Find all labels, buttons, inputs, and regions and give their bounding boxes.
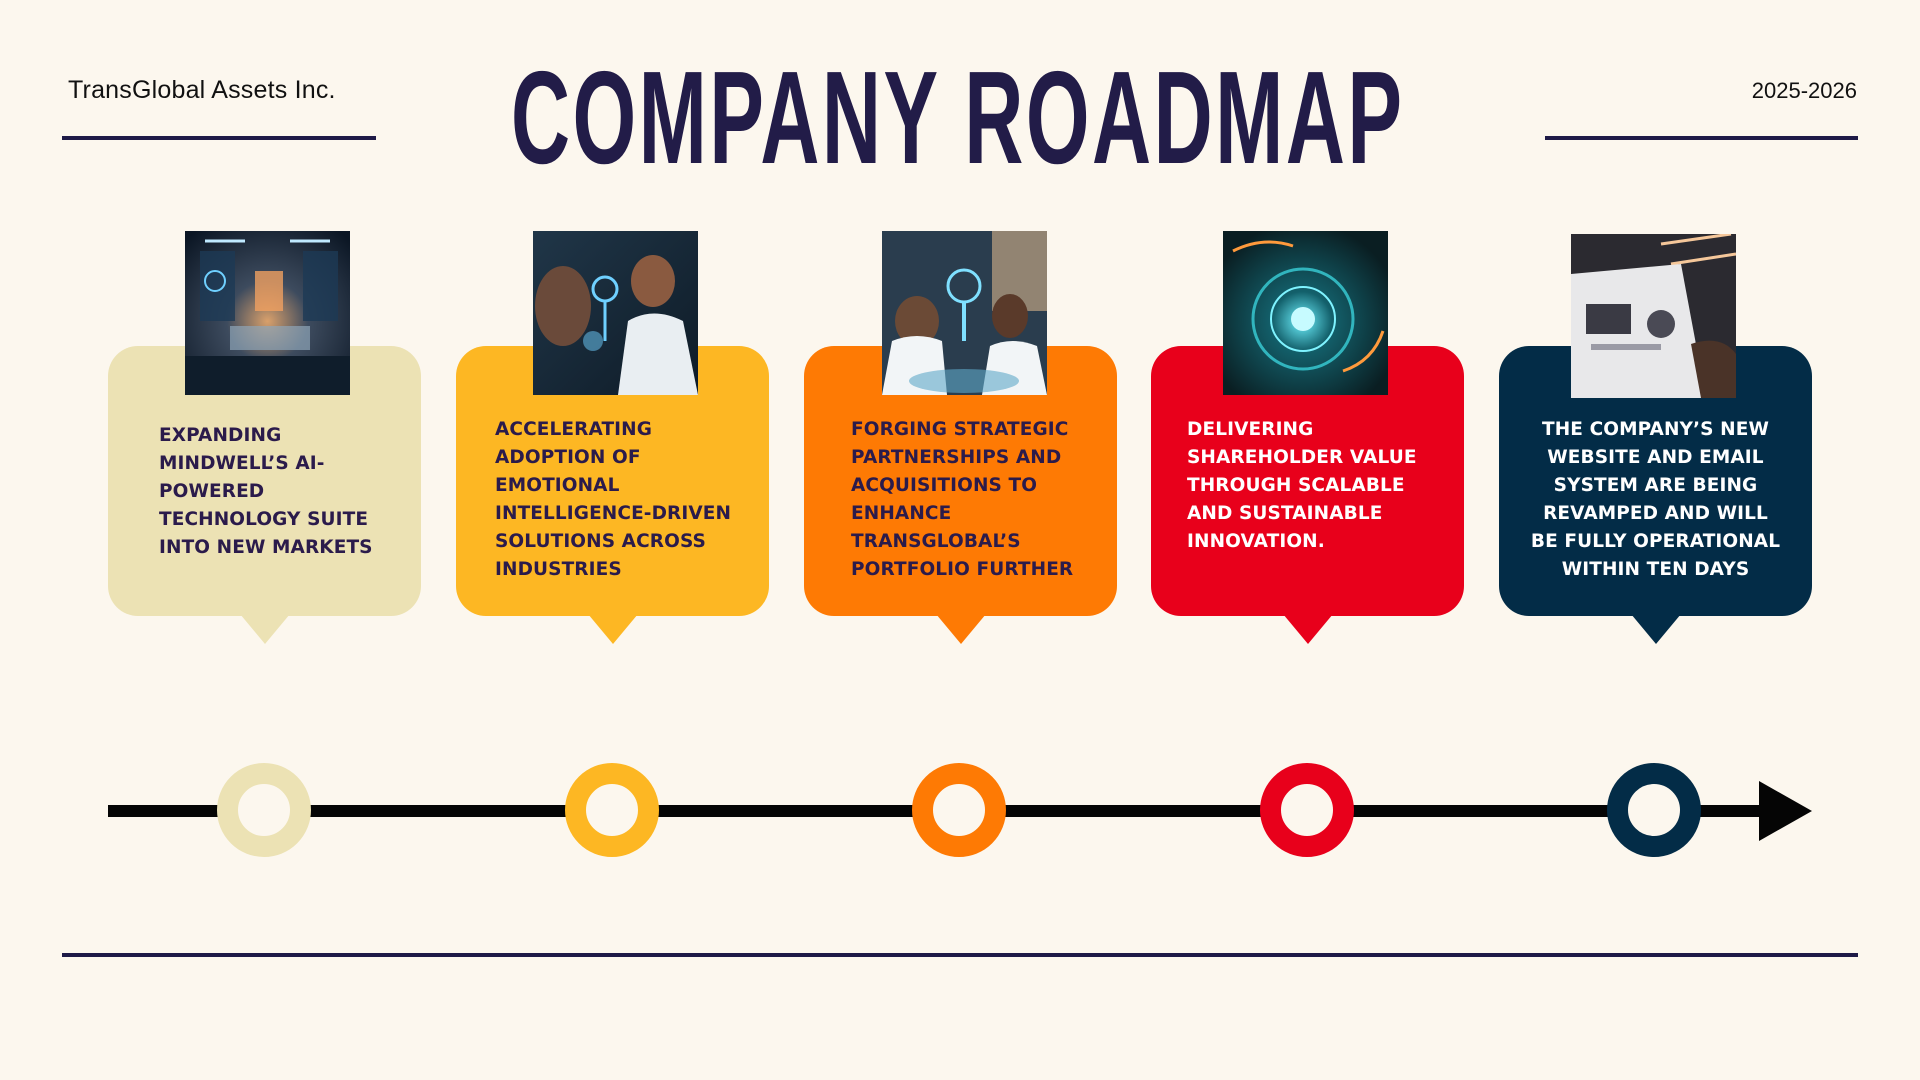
company-name: TransGlobal Assets Inc. — [68, 76, 336, 104]
milestone-text-3: FORGING STRATEGIC PARTNERSHIPS AND ACQUI… — [851, 419, 1074, 580]
medical-team-photo — [882, 231, 1047, 395]
header-rule-right — [1545, 136, 1858, 140]
year-range: 2025-2026 — [1751, 78, 1857, 103]
footer-rule — [62, 953, 1858, 957]
ai-tech-room-photo — [185, 231, 350, 395]
card-pointer — [935, 614, 986, 644]
doctors-hologram-photo — [533, 231, 698, 395]
timeline-node-2 — [565, 763, 659, 857]
timeline-node-3 — [912, 763, 1006, 857]
timeline-arrowhead — [1759, 781, 1812, 841]
card-pointer — [1630, 614, 1681, 644]
laptop-website-photo — [1571, 234, 1736, 398]
timeline-node-5 — [1607, 763, 1701, 857]
card-pointer — [1282, 614, 1333, 644]
page-title: COMPANY ROADMAP — [510, 44, 1405, 191]
milestone-text-1: EXPANDING MINDWELL’S AI-POWERED TECHNOLO… — [159, 425, 373, 558]
card-pointer — [587, 614, 638, 644]
card-pointer — [239, 614, 290, 644]
timeline-node-1 — [217, 763, 311, 857]
timeline-node-4 — [1260, 763, 1354, 857]
digital-hud-photo — [1223, 231, 1388, 395]
header-rule-left — [62, 136, 376, 140]
milestone-text-5: THE COMPANY’S NEW WEBSITE AND EMAIL SYST… — [1530, 419, 1781, 580]
milestone-text-4: DELIVERING SHAREHOLDER VALUE THROUGH SCA… — [1187, 419, 1417, 552]
milestone-text-2: ACCELERATING ADOPTION OF EMOTIONAL INTEL… — [495, 419, 732, 580]
milestone-card-3: FORGING STRATEGIC PARTNERSHIPS AND ACQUI… — [804, 346, 1117, 644]
